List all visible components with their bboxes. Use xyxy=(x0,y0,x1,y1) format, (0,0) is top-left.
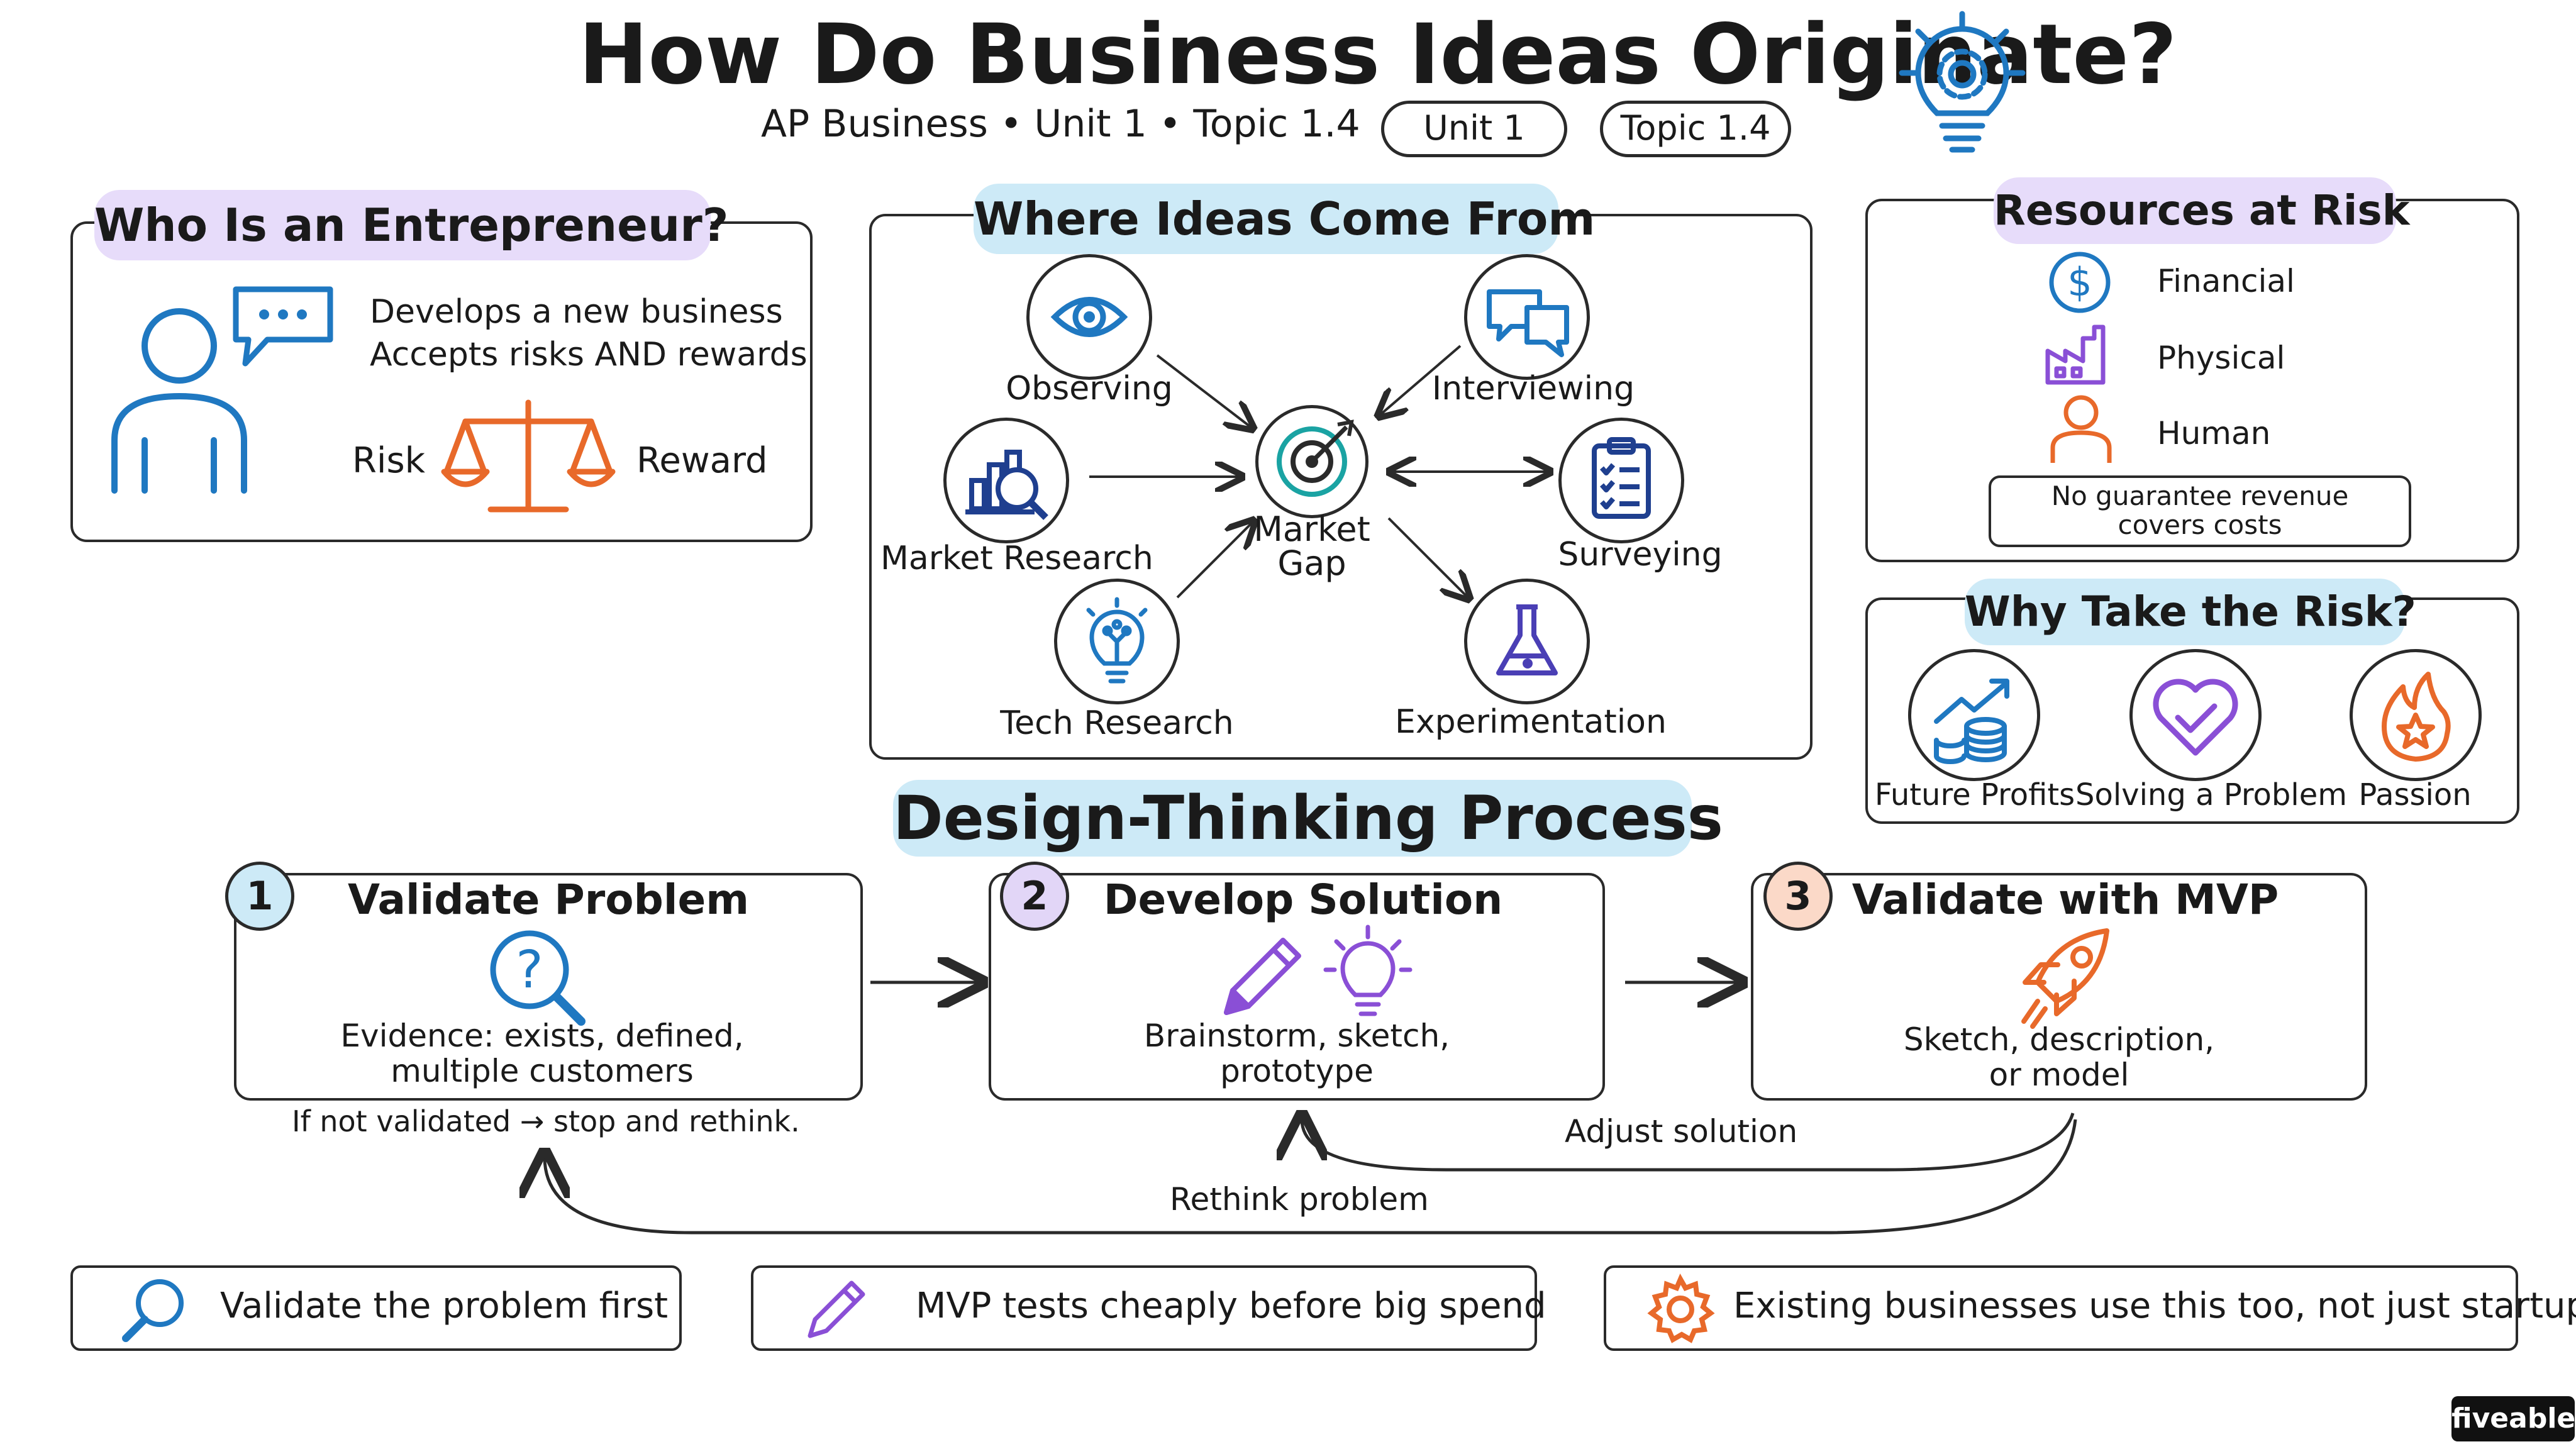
step-3-box xyxy=(1751,873,2367,1101)
step-3-number: 3 xyxy=(1763,862,1833,931)
observing-node xyxy=(1026,254,1152,380)
not-validated-note: If not validated → stop and rethink. xyxy=(292,1104,800,1138)
topic-pill: Topic 1.4 xyxy=(1600,101,1791,157)
process-heading: Design-Thinking Process xyxy=(893,780,1723,857)
revenue-note-line-1: No guarantee revenue xyxy=(2051,480,2349,511)
page-title: How Do Business Ideas Originate? xyxy=(579,6,2177,103)
reward-label: Reward xyxy=(636,440,768,481)
rethink-problem-label: Rethink problem xyxy=(1170,1181,1429,1218)
human-person-icon xyxy=(2046,392,2116,465)
ideas-arrows xyxy=(1089,345,1813,760)
step-1-desc-2: multiple customers xyxy=(391,1053,694,1089)
idea-lightbulb-icon xyxy=(1321,919,1415,1026)
magnifier-icon xyxy=(117,1274,192,1345)
passion-node xyxy=(2350,649,2482,781)
adjust-solution-label: Adjust solution xyxy=(1565,1113,1798,1150)
step-3-desc-1: Sketch, description, xyxy=(1903,1021,2215,1058)
gear-icon xyxy=(1644,1273,1717,1346)
speech-bubble-icon xyxy=(230,283,336,371)
factory-icon xyxy=(2043,319,2118,389)
surveying-label: Surveying xyxy=(1558,536,1723,574)
tech-lightbulb-icon xyxy=(1086,597,1148,684)
takeaway-1 xyxy=(70,1265,682,1351)
why-heading: Why Take the Risk? xyxy=(1965,579,2416,645)
takeaway-2 xyxy=(751,1265,1537,1351)
pencil-small-icon xyxy=(802,1273,873,1343)
growth-coins-icon xyxy=(1934,679,2009,764)
step-2-title: Develop Solution xyxy=(1103,875,1503,924)
step-1-box xyxy=(234,873,863,1101)
step-1-number: 1 xyxy=(225,862,294,931)
takeaway-2-text: MVP tests cheaply before big spend xyxy=(916,1285,1546,1326)
step-1-title: Validate Problem xyxy=(348,875,749,924)
observing-label: Observing xyxy=(1006,370,1173,408)
entrepreneur-heading: Who Is an Entrepreneur? xyxy=(94,190,729,260)
solving-problem-node xyxy=(2129,649,2262,781)
future-profits-label: Future Profits xyxy=(1874,777,2075,813)
market-research-node xyxy=(943,418,1069,543)
revenue-note-line-2: covers costs xyxy=(2118,509,2282,540)
step-2-number: 2 xyxy=(1000,862,1069,931)
subtitle: AP Business • Unit 1 • Topic 1.4 xyxy=(761,102,1360,146)
human-label: Human xyxy=(2157,415,2271,452)
interviewing-label: Interviewing xyxy=(1431,370,1635,408)
flame-star-icon xyxy=(2382,672,2451,762)
passion-label: Passion xyxy=(2358,777,2472,813)
eye-icon xyxy=(1050,297,1128,337)
experimentation-label: Experimentation xyxy=(1395,703,1667,741)
lightbulb-gear-icon xyxy=(1893,6,2031,157)
dollar-coin-icon: $ xyxy=(2045,248,2114,317)
tech-research-node xyxy=(1054,579,1180,704)
step-3-title: Validate with MVP xyxy=(1852,875,2279,924)
person-icon xyxy=(107,308,252,497)
step-3-desc-2: or model xyxy=(1989,1057,2129,1093)
interviewing-node xyxy=(1464,254,1590,380)
physical-label: Physical xyxy=(2157,340,2285,376)
entrepreneur-panel xyxy=(70,221,813,542)
future-profits-node xyxy=(1908,649,2040,781)
entrepreneur-line-2: Accepts risks AND rewards xyxy=(370,336,808,374)
market-gap-label-1: Market xyxy=(1253,509,1370,549)
risk-label: Risk xyxy=(352,440,426,481)
heart-check-icon xyxy=(2153,679,2238,756)
pencil-icon xyxy=(1214,924,1314,1025)
financial-label: Financial xyxy=(2157,263,2295,299)
market-gap-node xyxy=(1255,405,1368,518)
surveying-node xyxy=(1558,418,1684,543)
svg-text:$: $ xyxy=(2067,259,2092,305)
chat-bubbles-icon xyxy=(1487,289,1569,357)
question-magnifier-icon: ? xyxy=(480,924,594,1031)
flask-icon xyxy=(1496,604,1558,675)
solving-problem-label: Solving a Problem xyxy=(2075,777,2347,813)
entrepreneur-line-1: Develops a new business xyxy=(370,293,783,331)
takeaway-3 xyxy=(1604,1265,2518,1351)
market-research-label: Market Research xyxy=(880,540,1153,577)
resources-heading: Resources at Risk xyxy=(1994,177,2410,244)
clipboard-checklist-icon xyxy=(1592,437,1651,519)
step-2-desc-1: Brainstorm, sketch, xyxy=(1143,1018,1450,1054)
takeaway-3-text: Existing businesses use this too, not ju… xyxy=(1733,1285,2576,1326)
ideas-heading: Where Ideas Come From xyxy=(974,184,1595,254)
takeaway-1-text: Validate the problem first xyxy=(220,1285,669,1326)
step-1-desc-1: Evidence: exists, defined, xyxy=(340,1018,744,1054)
brand-logo: fiveable xyxy=(2451,1396,2575,1441)
revenue-note xyxy=(1989,475,2411,547)
experimentation-node xyxy=(1464,579,1590,704)
step-2-box xyxy=(989,873,1605,1101)
market-gap-label-2: Gap xyxy=(1277,543,1346,583)
tech-research-label: Tech Research xyxy=(1000,704,1234,742)
target-icon xyxy=(1277,419,1354,497)
bar-chart-magnifier-icon xyxy=(965,450,1048,520)
step-2-desc-2: prototype xyxy=(1220,1053,1374,1089)
unit-pill: Unit 1 xyxy=(1381,101,1567,157)
balance-scale-icon xyxy=(440,396,616,516)
rocket-icon xyxy=(2012,919,2126,1033)
svg-text:?: ? xyxy=(516,940,543,1000)
